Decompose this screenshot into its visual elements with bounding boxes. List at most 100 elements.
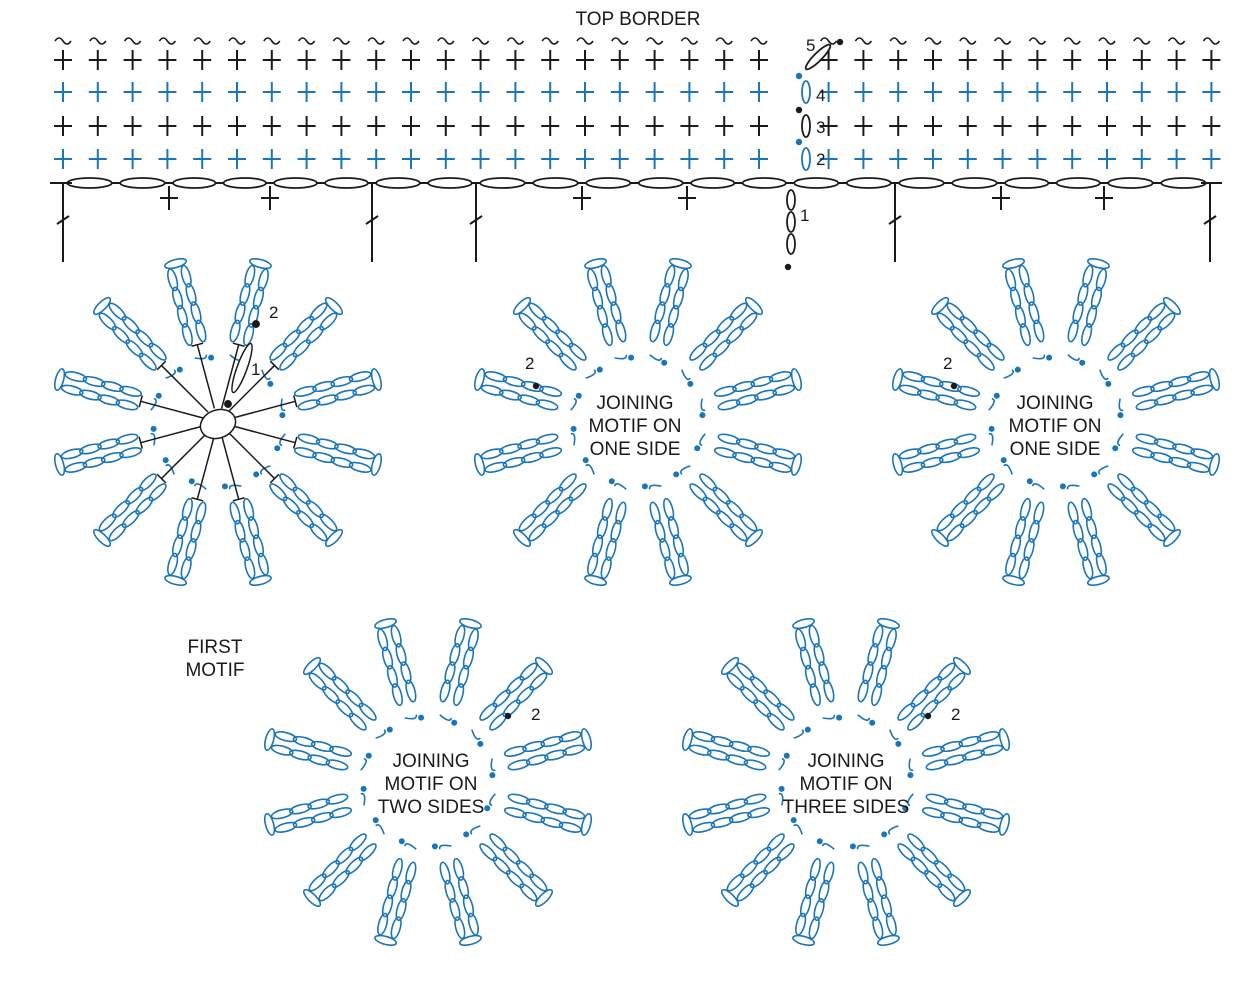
chain-stitch-symbol: [664, 264, 676, 288]
stitch-mark: [193, 483, 207, 490]
petal: [374, 617, 425, 721]
single-crochet-symbol: [402, 116, 420, 136]
chain-stitch-symbol: [924, 675, 943, 695]
stitch-mark: [570, 397, 577, 411]
slip-stitch-symbol: [1079, 359, 1086, 366]
chain-stitch-symbol: [980, 808, 1004, 820]
single-crochet-symbol: [471, 116, 490, 136]
chain-stitch-symbol: [391, 857, 403, 881]
single-crochet-symbol: [297, 149, 316, 169]
chain-stitch-symbol: [1153, 438, 1177, 450]
chain-stitch-symbol: [97, 438, 121, 450]
chain-stitch-symbol: [1014, 516, 1027, 540]
single-crochet-symbol: [819, 82, 838, 102]
stitch-mark: [1066, 484, 1080, 490]
single-crochet-symbol: [958, 116, 977, 136]
chain-stitch-symbol: [507, 759, 531, 771]
chain-stitch-symbol: [1168, 456, 1192, 469]
single-crochet-symbol: [680, 82, 699, 102]
petal: [694, 433, 803, 476]
chain-stitch-symbol: [167, 268, 179, 292]
slip-stitch-symbol: [836, 714, 843, 721]
stitch-cap: [790, 368, 803, 392]
single-crochet-symbol: [645, 149, 664, 169]
chain-stitch-symbol: [716, 509, 735, 529]
chain-stitch-symbol: [667, 516, 680, 540]
stitch-cap: [473, 452, 486, 476]
chain-stitch-symbol: [506, 675, 525, 695]
stitch-mark: [908, 758, 914, 772]
chain-stitch-symbol: [558, 473, 577, 492]
chain-stitch-symbol: [1019, 497, 1031, 521]
single-crochet-symbol: [297, 82, 316, 102]
chain-stitch-symbol: [558, 731, 582, 743]
chain-stitch-symbol: [940, 811, 964, 824]
chain-stitch-symbol: [921, 807, 945, 819]
single-crochet-symbol: [1063, 149, 1082, 169]
chain-stitch-symbol: [386, 664, 399, 688]
chain-stitch-symbol: [222, 177, 267, 189]
stitch-cap: [374, 617, 398, 630]
label-line: MOTIF: [185, 660, 245, 681]
single-crochet-symbol: [1167, 116, 1186, 136]
slip-stitch-symbol: [575, 392, 582, 399]
chain-stitch-symbol: [754, 443, 778, 455]
chain-stitch-symbol: [1143, 500, 1163, 519]
stitch-mark: [360, 757, 367, 771]
petal: [792, 617, 843, 721]
chain-stitch-symbol: [958, 816, 982, 829]
slip-stitch-symbol: [902, 805, 909, 812]
double-crochet-symbol: [196, 435, 216, 500]
chain-stitch-symbol: [234, 519, 246, 543]
chain-stitch-symbol: [725, 798, 749, 810]
reverse-stitch-symbol: [611, 37, 629, 45]
chain-stitch-symbol: [713, 385, 737, 397]
joining-round-number: 2: [525, 354, 535, 373]
stitch-mark: [822, 714, 836, 720]
single-crochet-symbol: [471, 82, 490, 102]
reverse-stitch-symbol: [645, 37, 664, 45]
slip-stitch-symbol: [463, 831, 470, 838]
petal: [489, 728, 593, 779]
single-crochet-symbol: [193, 116, 212, 136]
slip-stitch-symbol: [795, 72, 803, 80]
double-crochet-symbol: [160, 364, 209, 413]
chain-stitch-symbol: [1190, 384, 1214, 396]
single-crochet-symbol: [262, 50, 281, 70]
chain-stitch-symbol: [1107, 483, 1126, 502]
label-line: JOINING: [596, 393, 674, 414]
chain-stitch-symbol: [138, 352, 157, 371]
stitch-cap: [458, 617, 482, 630]
reverse-stitch-symbol: [367, 37, 385, 45]
chain-stitch-symbol: [772, 384, 796, 396]
chain-stitch-symbol: [924, 869, 943, 889]
chain-stitch-symbol: [1186, 371, 1210, 383]
chain-stitch-symbol: [348, 371, 372, 383]
chain-stitch-symbol: [195, 319, 207, 343]
chain-stitch-symbol: [190, 301, 202, 325]
chain-stitch-symbol: [857, 679, 869, 703]
stitch-cap: [534, 656, 554, 676]
chain-stitch-symbol: [1143, 325, 1163, 344]
petal: [263, 785, 367, 836]
chain-stitch-symbol: [244, 264, 256, 288]
slip-stitch-symbol: [570, 425, 577, 432]
single-crochet-symbol: [471, 50, 490, 70]
chain-stitch-symbol: [515, 860, 535, 879]
chain-stitch-symbol: [857, 861, 869, 885]
chain-stitch-symbol: [229, 501, 241, 525]
chain-stitch-symbol: [1055, 177, 1101, 189]
single-crochet-symbol: [471, 149, 490, 169]
single-crochet-symbol: [1098, 82, 1116, 102]
chain-stitch-symbol: [902, 371, 926, 383]
chain-stitch-symbol: [610, 519, 622, 543]
chain-stitch-symbol: [976, 821, 1000, 833]
stitch-mark: [1031, 483, 1045, 490]
chain-stitch-symbol: [713, 447, 737, 459]
petal: [584, 478, 627, 587]
single-crochet-symbol: [924, 82, 942, 102]
chain-stitch-symbol: [1117, 352, 1136, 371]
chain-stitch-symbol: [125, 486, 144, 505]
petal: [907, 728, 1011, 779]
single-crochet-symbol: [123, 149, 142, 169]
